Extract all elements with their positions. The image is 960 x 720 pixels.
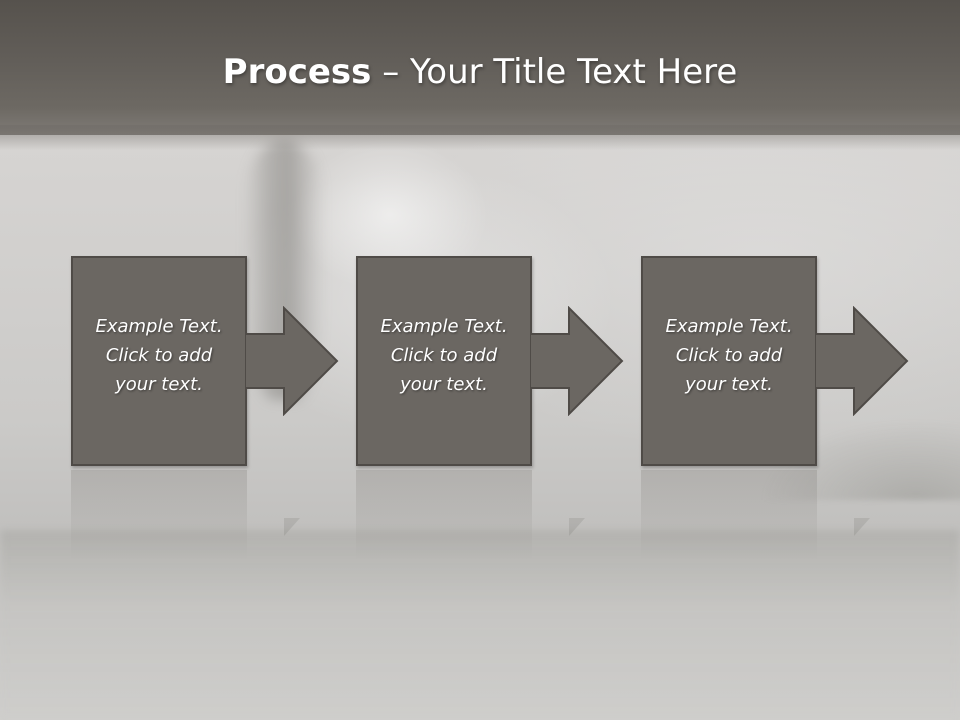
step-3-line-2: Click to add bbox=[675, 345, 783, 366]
arrow-right-icon-3 bbox=[815, 306, 909, 416]
step-1-line-1: Example Text. bbox=[95, 316, 223, 337]
arrow-right-icon-2 bbox=[530, 306, 624, 416]
arrow-2-reflection bbox=[569, 518, 585, 536]
arrow-1-reflection bbox=[284, 518, 300, 536]
ground-field bbox=[0, 530, 960, 720]
process-step-3[interactable]: Example Text. Click to add your text. bbox=[641, 256, 817, 466]
step-1-reflection bbox=[71, 470, 247, 560]
arrow-3-reflection bbox=[854, 518, 870, 536]
arrow-right-icon-1 bbox=[245, 306, 339, 416]
step-2-line-1: Example Text. bbox=[380, 316, 508, 337]
process-step-2[interactable]: Example Text. Click to add your text. bbox=[356, 256, 532, 466]
slide-title[interactable]: Process – Your Title Text Here bbox=[0, 52, 960, 92]
step-2-reflection bbox=[356, 470, 532, 560]
title-bold: Process bbox=[222, 52, 372, 92]
step-3-line-3: your text. bbox=[685, 374, 773, 395]
step-1-line-3: your text. bbox=[115, 374, 203, 395]
title-bar bbox=[0, 0, 960, 135]
title-separator: – bbox=[371, 52, 411, 92]
step-3-reflection bbox=[641, 470, 817, 560]
step-1-text[interactable]: Example Text. Click to add your text. bbox=[73, 312, 245, 399]
step-1-line-2: Click to add bbox=[105, 345, 213, 366]
step-3-line-1: Example Text. bbox=[665, 316, 793, 337]
step-2-line-2: Click to add bbox=[390, 345, 498, 366]
process-step-1[interactable]: Example Text. Click to add your text. bbox=[71, 256, 247, 466]
step-3-text[interactable]: Example Text. Click to add your text. bbox=[643, 312, 815, 399]
step-2-line-3: your text. bbox=[400, 374, 488, 395]
step-2-text[interactable]: Example Text. Click to add your text. bbox=[358, 312, 530, 399]
title-bar-fade bbox=[0, 125, 960, 150]
title-rest: Your Title Text Here bbox=[410, 52, 738, 92]
